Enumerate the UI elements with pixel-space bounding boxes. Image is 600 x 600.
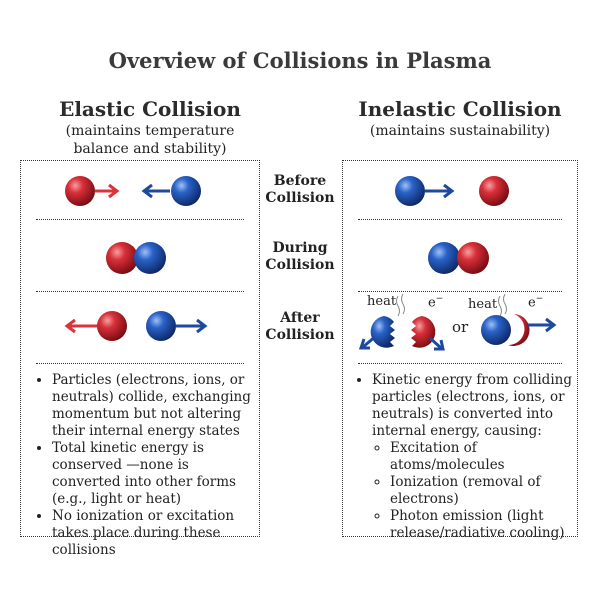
- red-particle: [508, 314, 530, 346]
- blue-particle: [395, 176, 425, 206]
- heat-wave-icon: [498, 293, 507, 317]
- inelastic-divider-3: [358, 363, 562, 364]
- stage-after-line2: Collision: [265, 327, 335, 343]
- elastic-divider-1: [36, 219, 244, 220]
- red-fragment-particle: [411, 316, 436, 348]
- elastic-note-3: No ionization or excitation takes place …: [52, 508, 256, 559]
- electron-label-1: e−: [428, 294, 443, 310]
- red-particle: [457, 242, 489, 274]
- elastic-note-1: Particles (electrons, ions, or neutrals)…: [52, 372, 256, 440]
- heat-label-1: heat: [367, 294, 397, 309]
- blue-arrow-right-icon: [528, 317, 557, 333]
- elastic-title: Elastic Collision: [59, 97, 241, 121]
- blue-particle: [146, 311, 176, 341]
- heat-wave-icon: [396, 293, 405, 317]
- inelastic-after-scene: [358, 293, 557, 351]
- inelastic-divider-1: [358, 219, 562, 220]
- electron-charge: −: [535, 294, 544, 304]
- inelastic-title: Inelastic Collision: [358, 97, 562, 121]
- elastic-header: Elastic Collision (maintains temperature…: [20, 97, 280, 157]
- elastic-after-scene: [64, 311, 208, 341]
- stage-label-during: During Collision: [250, 240, 350, 274]
- elastic-note-2: Total kinetic energy is conserved —none …: [52, 440, 256, 508]
- elastic-notes: Particles (electrons, ions, or neutrals)…: [32, 372, 256, 559]
- electron-charge: −: [435, 294, 444, 304]
- inelastic-subnote-1: Excitation of atoms/molecules: [390, 440, 576, 474]
- blue-fragment-particle: [370, 316, 395, 348]
- red-arrow-down-right-icon: [428, 336, 445, 351]
- red-particle: [479, 176, 509, 206]
- blue-arrow-left-icon: [141, 183, 170, 199]
- red-particle: [97, 311, 127, 341]
- inelastic-divider-2: [358, 291, 562, 292]
- elastic-subtitle-line1: (maintains temperature: [65, 123, 235, 139]
- inelastic-subtitle: (maintains sustainability): [369, 123, 551, 139]
- electron-symbol: e: [528, 295, 536, 311]
- elastic-panel: [20, 160, 260, 537]
- inelastic-note-text: Kinetic energy from colliding particles …: [372, 372, 572, 439]
- red-particle: [106, 242, 138, 274]
- electron-symbol: e: [428, 295, 436, 311]
- blue-particle: [428, 242, 460, 274]
- stage-during-line2: Collision: [265, 257, 335, 273]
- red-arrow-left-icon: [64, 318, 98, 334]
- elastic-divider-2: [36, 291, 244, 292]
- diagram-title: Overview of Collisions in Plasma: [108, 48, 492, 73]
- inelastic-before-scene: [395, 176, 509, 206]
- stage-after-line1: After: [280, 310, 320, 326]
- elastic-before-scene: [65, 176, 201, 206]
- blue-arrow-right-icon: [425, 183, 455, 199]
- inelastic-note: Kinetic energy from colliding particles …: [372, 372, 576, 542]
- stage-during-line1: During: [272, 240, 328, 256]
- inelastic-panel: [342, 160, 578, 537]
- blue-particle: [134, 242, 166, 274]
- elastic-subtitle-line2: balance and stability): [73, 141, 227, 157]
- or-label: or: [452, 318, 469, 336]
- stage-label-after: After Collision: [250, 310, 350, 344]
- inelastic-notes: Kinetic energy from colliding particles …: [352, 372, 576, 542]
- blue-particle: [481, 315, 511, 345]
- blue-particle: [171, 176, 201, 206]
- stage-label-before: Before Collision: [250, 173, 350, 207]
- electron-label-2: e−: [528, 294, 543, 310]
- inelastic-subnote-3: Photon emission (light release/radiative…: [390, 508, 576, 542]
- stage-before-line2: Collision: [265, 190, 335, 206]
- stage-before-line1: Before: [273, 173, 327, 189]
- elastic-divider-3: [36, 363, 244, 364]
- inelastic-subnote-2: Ionization (removal of electrons): [390, 474, 576, 508]
- red-arrow-right-icon: [95, 183, 120, 199]
- inelastic-during-scene: [428, 242, 489, 274]
- inelastic-header: Inelastic Collision (maintains sustainab…: [330, 97, 590, 139]
- heat-label-2: heat: [468, 297, 498, 312]
- elastic-during-scene: [106, 242, 166, 274]
- blue-arrow-right-icon: [176, 318, 208, 334]
- red-particle: [65, 176, 95, 206]
